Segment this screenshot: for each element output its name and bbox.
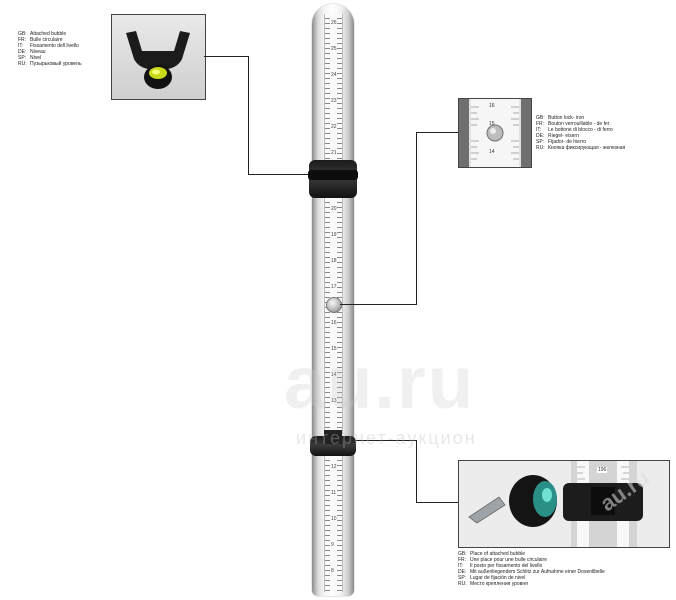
callout-line-bubble-h1 (204, 56, 248, 57)
button-lock-knob (326, 297, 342, 313)
place-of-bubble-photo: 196 (458, 460, 670, 548)
tick-label: 8 (331, 568, 334, 574)
bubble-slot (324, 430, 342, 444)
callout-line-place-h (356, 440, 416, 441)
place-of-bubble-illustration (468, 461, 643, 547)
callout-line-button-h (340, 304, 416, 305)
staff-scale-lower (324, 456, 343, 592)
attached-bubble-illustration (126, 31, 190, 89)
button-lock-illustration (459, 99, 531, 167)
tick-label: 11 (331, 490, 337, 496)
tick-label: 25 (331, 46, 337, 52)
photo-number: 16 (489, 103, 495, 109)
callout-line-button-v (416, 132, 417, 305)
tick-label: 21 (331, 150, 337, 156)
tick-label: 15 (331, 346, 337, 352)
tick-label: 20 (331, 206, 337, 212)
callout-line-button-h2 (416, 132, 458, 133)
watermark-caption: интернет-аукцион (296, 428, 477, 448)
tick-label: 26 (331, 20, 337, 26)
attached-bubble-legend: GB:Attached bubble FR:Bulle circulaire I… (18, 31, 82, 68)
attached-bubble-photo (111, 14, 206, 100)
tick-label: 22 (331, 124, 337, 130)
watermark-logo: au.ru (284, 341, 475, 424)
tick-label: 10 (331, 516, 337, 522)
callout-line-place-h2 (416, 502, 458, 503)
tick-label: 23 (331, 98, 337, 104)
tick-label: 18 (331, 258, 337, 264)
tick-label: 14 (331, 372, 337, 378)
tick-label: 13 (331, 398, 337, 404)
photo-number: 15 (489, 121, 495, 127)
tick-label: 9 (331, 542, 334, 548)
lower-clamp (310, 436, 356, 456)
staff-scale-upper (324, 14, 343, 166)
tick-label: 24 (331, 72, 337, 78)
button-lock-legend: GB:Button lock- iron FR:Bouton verrouill… (536, 115, 626, 152)
tick-label: 19 (331, 232, 337, 238)
callout-line-place-v (416, 440, 417, 502)
callout-line-bubble-h2 (248, 174, 312, 175)
button-lock-photo: 16 15 14 (458, 98, 532, 168)
staff-scale-middle (324, 198, 343, 434)
photo-number: 196 (597, 467, 608, 473)
upper-clamp-band (308, 170, 358, 180)
tick-label: 17 (331, 284, 337, 290)
photo-number: 14 (489, 149, 495, 155)
callout-line-bubble-v (248, 56, 249, 174)
tick-label: 12 (331, 464, 337, 470)
place-of-bubble-legend: GB:Place of attached bubble FR:Une place… (458, 551, 605, 588)
tick-label: 16 (331, 320, 337, 326)
